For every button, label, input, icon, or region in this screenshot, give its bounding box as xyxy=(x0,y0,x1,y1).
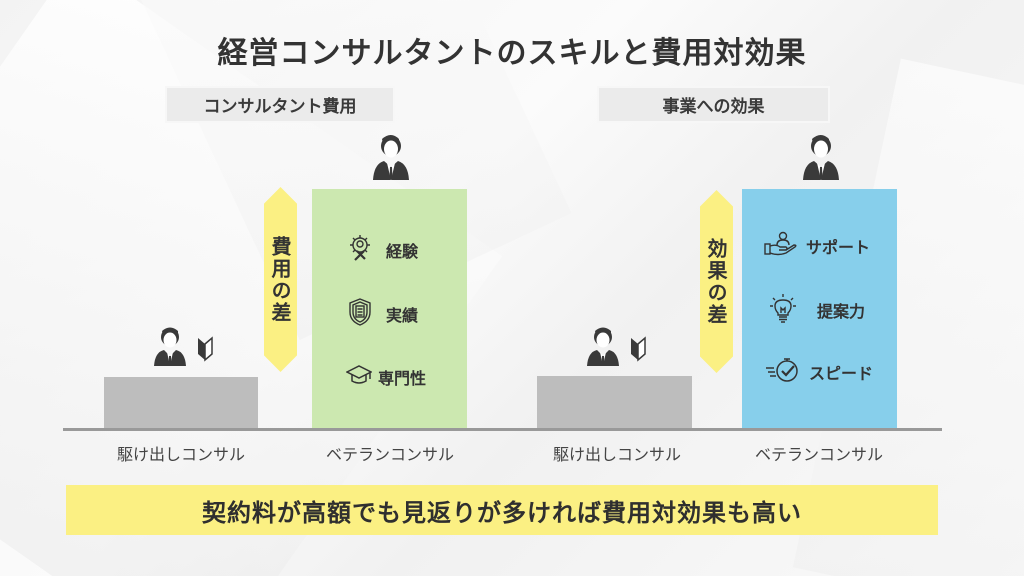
gear-tools-icon xyxy=(348,234,372,266)
veteran-effect-bar xyxy=(742,189,897,428)
hand-support-icon xyxy=(764,231,798,261)
stopwatch-speed-icon xyxy=(765,356,801,388)
cost-difference-label: 費用の差 xyxy=(268,235,292,324)
skill-label: 経験 xyxy=(386,242,419,261)
effect-difference-label: 効果の差 xyxy=(704,237,728,326)
veteran-label: ベテランコンサル xyxy=(325,445,454,464)
cost-heading: コンサルタント費用 xyxy=(165,86,395,123)
skill-item: サポート xyxy=(764,231,870,261)
page-title: 経営コンサルタントのスキルと費用対効果 xyxy=(217,36,807,71)
beginner-person-icon xyxy=(585,326,655,368)
lightbulb-icon xyxy=(769,293,797,327)
skill-item: 専門性 xyxy=(345,364,427,390)
skill-item: 提案力 xyxy=(769,293,865,327)
beginner-cost-bar xyxy=(104,377,258,428)
graduation-cap-icon xyxy=(345,364,373,390)
beginner-person-icon xyxy=(152,326,222,368)
skill-item: スピード xyxy=(765,356,873,388)
veteran-cost-bar xyxy=(312,189,467,428)
veteran-person-icon xyxy=(371,133,411,181)
veteran-label: ベテランコンサル xyxy=(754,445,883,464)
veteran-person-icon xyxy=(801,133,841,181)
beginner-label: 駆け出しコンサル xyxy=(116,445,245,464)
skill-label: 専門性 xyxy=(378,369,427,388)
effect-heading: 事業への効果 xyxy=(597,86,830,123)
cost-difference-arrow: 費用の差 xyxy=(264,187,297,372)
skill-item: 実績 xyxy=(348,298,418,330)
effect-difference-arrow: 効果の差 xyxy=(700,190,733,373)
baseline-divider xyxy=(63,428,942,431)
skill-item: 経験 xyxy=(348,234,418,266)
skill-label: 実績 xyxy=(386,306,419,325)
beginner-effect-bar xyxy=(537,376,692,428)
beginner-label: 駆け出しコンサル xyxy=(552,445,681,464)
shield-checklist-icon xyxy=(348,298,372,330)
skill-label: サポート xyxy=(806,238,871,257)
summary-banner: 契約料が高額でも見返りが多ければ費用対効果も高い xyxy=(66,485,938,535)
skill-label: 提案力 xyxy=(817,302,866,321)
skill-label: スピード xyxy=(809,364,874,383)
